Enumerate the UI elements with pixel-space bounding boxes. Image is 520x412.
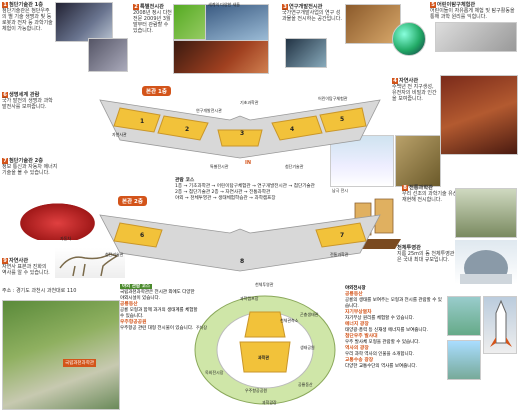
photo-label-birds: 세계의 다양한 새들 (208, 2, 240, 7)
campus-label-ecopark: 생태공원 (300, 345, 315, 350)
campus-label-outdoor: 옥외전시장 (205, 370, 224, 375)
dino-icon (59, 253, 119, 277)
callout-10: 천체투영관 지름 25m의 돔 천체투영관은 국내 최대 규모입니다. (397, 245, 455, 263)
photo-research (285, 38, 327, 68)
outdoor-item-1-text: 공룡 모형과 함께 과거의 생태계를 체험할 수 있습니다. (120, 308, 198, 319)
floor-1-mark-4: 4 (290, 126, 295, 133)
photo-globe (392, 22, 426, 56)
floor-1-in: IN (245, 160, 252, 166)
floor-2-map (99, 214, 381, 272)
outdoor-title: 야외 관람 코스 (120, 284, 152, 289)
photo-exhibit-a (88, 38, 128, 72)
campus-label-plaza: 과학광장 (262, 400, 277, 405)
floor-1-mark-1: 1 (140, 118, 145, 125)
photo-special-hall (173, 4, 209, 40)
photo-label-penguins: 남극 전시 (332, 188, 348, 193)
callout-1-num: 1 (2, 2, 8, 8)
photo-car (10, 198, 105, 240)
course-row-3: 야외 → 천체투영관 → 생태체험학습관 → 과학캠프장 (175, 196, 276, 201)
callout-1-body: 첨단기술관은 첨단우주의 별 기술 생명과 빛 등 로봇과 전자 등 과학기술 … (2, 8, 53, 32)
map-label-special: 특별전시관 (210, 164, 229, 169)
photo-birds (205, 4, 269, 44)
photo-museum-model (395, 135, 441, 187)
floor-1-label: 본관 1층 (142, 86, 171, 96)
photo-planetarium (455, 240, 517, 286)
outdoor-item-1-name: 공룡동산 (120, 302, 138, 307)
floor-1-mark-3: 3 (240, 130, 245, 137)
campus-label-observatory: 천체관측소 (280, 318, 299, 323)
campus-label-main: 과학관 (258, 355, 270, 360)
floor-1-mark-5: 5 (340, 116, 345, 123)
photo-rocket (483, 296, 517, 354)
floor-2-label: 본관 2층 (118, 196, 147, 206)
campus-map (194, 295, 336, 405)
map-label-basic: 기초과학관 (240, 100, 259, 105)
floor-1-map (99, 99, 381, 159)
campus-label-insect: 곤충생태관 (300, 312, 319, 317)
photo-hall-interior (173, 40, 269, 74)
info-text: 주소 : 경기도 과천시 과천대로 110 (2, 288, 77, 294)
photo-kids (435, 22, 517, 52)
map-label-planetarium: 천체투영관 (255, 282, 274, 287)
callout-1-title: 첨단기술관 1층 (9, 2, 44, 8)
outdoor-detail-title: 야외전시장 (345, 286, 366, 291)
photo-outdoor-1 (447, 296, 481, 336)
campus-label-camp: 과학캠프장 (240, 296, 259, 301)
photo-penguins (330, 135, 394, 187)
map-label-kids: 어린이탐구체험관 (318, 96, 348, 101)
photo-stadium (455, 188, 517, 238)
course-row-1: 1층 → 기초과학관 → 어린이탐구체험관 → 연구개발전시관 → 첨단기술관 (175, 184, 315, 189)
floor-1-mark-2: 2 (185, 126, 190, 133)
photo-outdoor-2 (447, 340, 481, 380)
campus-label-parking: 주차장 (196, 325, 208, 330)
outdoor-desc: 국립과천과학관은 전시관 외에도 다양한 야외시설이 있습니다. (120, 290, 195, 301)
map-label-traditional: 전통과학관 (330, 252, 349, 257)
outdoor-item-2-name: 우주항공공원 (120, 320, 147, 325)
map-label-research: 연구개발전시관 (196, 108, 222, 113)
photo-aerial: 국립과천과학관 (2, 300, 120, 410)
floor-2-mark-7: 7 (340, 232, 345, 239)
course-block: 관람 코스 1층 → 기초과학관 → 어린이탐구체험관 → 연구개발전시관 → … (175, 178, 345, 202)
floor-2-mark-6: 6 (140, 232, 145, 239)
map-label-hightech-2: 첨단기술관 (105, 252, 124, 257)
floor-2-mark-8: 8 (240, 258, 245, 265)
photo-natural (345, 4, 401, 44)
outdoor-item-2-text: 우주항공 관련 대형 전시물이 있습니다. (120, 326, 194, 331)
photo-robot (55, 2, 113, 42)
aerial-label: 국립과천과학관 (63, 359, 96, 367)
campus-label-space: 우주항공공원 (245, 388, 268, 393)
rocket-icon (490, 299, 512, 347)
photo-dino-skeleton (55, 248, 125, 278)
map-label-hightech: 첨단기술관 (285, 164, 304, 169)
outdoor-legend: 야외 관람 코스 국립과천과학관은 전시관 외에도 다양한 야외시설이 있습니다… (120, 284, 200, 332)
photo-scientist (440, 75, 518, 155)
map-label-natural: 자연사관 (112, 132, 127, 137)
outdoor-detail: 야외전시장 공룡동산 공룡의 생태를 보여주는 모형과 전시를 관람할 수 있습… (345, 286, 442, 369)
course-row-2: 2층 → 첨단기술관 2층 → 자연사관 → 전통과학관 (175, 190, 271, 195)
campus-label-dino: 공룡동산 (298, 382, 313, 387)
course-title: 관람 코스 (175, 178, 195, 183)
photo-label-car: 자동차 (60, 236, 72, 241)
dome-icon (460, 250, 512, 286)
